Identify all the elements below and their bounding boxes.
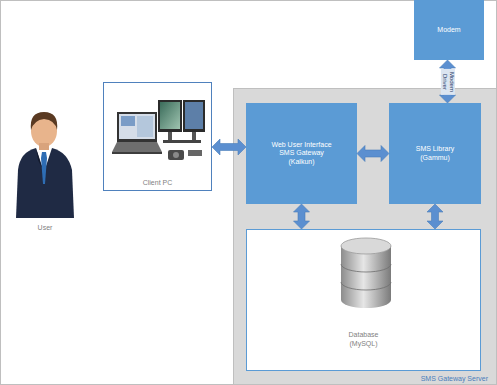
double-arrow (440, 60, 456, 103)
double-arrow (212, 139, 246, 155)
node-text: SMS Library (Gammu) (403, 145, 467, 162)
user-figure: User (10, 104, 80, 232)
node-text: Web User Interface SMS Gateway (Kalkun) (270, 141, 334, 166)
computer-picture (112, 100, 205, 160)
double-arrow (357, 146, 389, 162)
device-box: Modem (414, 0, 484, 60)
node-text: User (38, 224, 53, 232)
node-text: Client PC (143, 179, 173, 187)
process-box: Web User Interface SMS Gateway (Kalkun) (246, 103, 357, 204)
database-cylinder (341, 238, 391, 308)
node-text: SMS Gateway Server (421, 375, 488, 383)
user-icon (16, 112, 74, 218)
double-arrow (294, 204, 310, 229)
node-text: Modem (437, 26, 460, 34)
process-box: SMS Library (Gammu) (389, 103, 481, 204)
database-box: Database (MySQL) (246, 229, 481, 371)
double-arrow (427, 204, 443, 229)
edge-label: Modem Driver (441, 69, 455, 95)
server-band: SMS Gateway Server Web User Interface SMS… (233, 88, 497, 385)
node-text: Database (MySQL) (339, 331, 389, 348)
client-box: Client PC (103, 82, 212, 191)
